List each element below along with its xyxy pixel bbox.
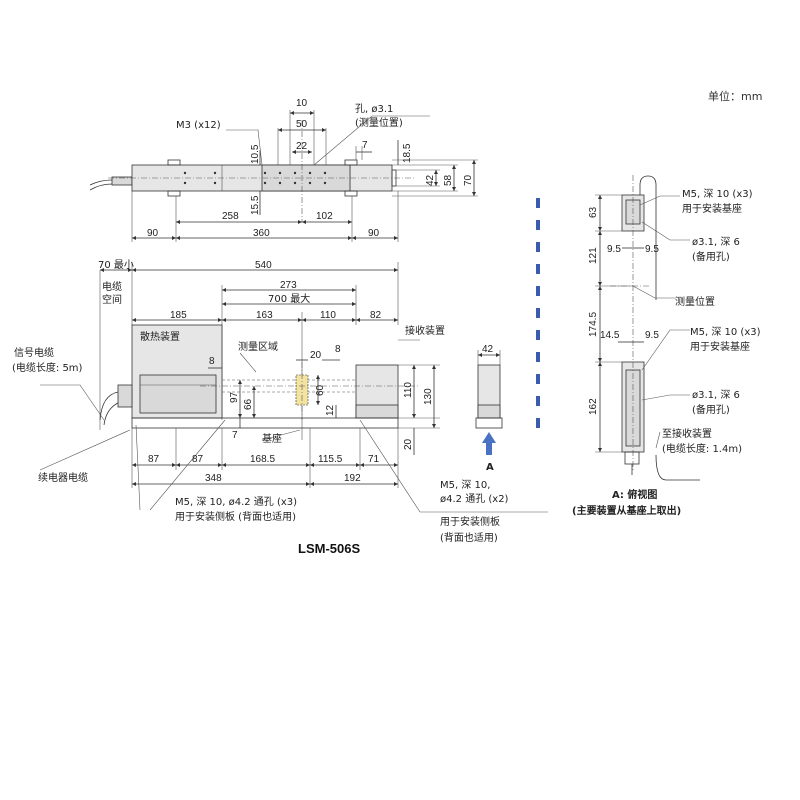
dim-185: 185 xyxy=(170,310,187,321)
dim-162: 162 xyxy=(588,398,599,415)
dim-63: 63 xyxy=(588,206,599,218)
dim-66: 66 xyxy=(243,398,254,410)
label-base: 基座 xyxy=(262,432,282,445)
dim-20: 20 xyxy=(310,350,322,361)
dim-58: 58 xyxy=(443,174,454,186)
dim-168-5: 168.5 xyxy=(250,454,275,465)
dim-110-vertical: 110 xyxy=(403,382,414,398)
unit-label: 单位：mm xyxy=(708,89,762,103)
label-m5-bot-1: M5, 深 10 (x3) xyxy=(690,326,761,338)
side-view-title: A: 俯视图 xyxy=(612,488,657,501)
label-hole-bot-1: ø3.1, 深 6 xyxy=(692,389,740,401)
label-heat-sink: 散热装置 xyxy=(140,330,180,343)
dim-174-5: 174.5 xyxy=(588,312,599,337)
dim-60: 60 xyxy=(315,384,326,396)
label-m5-right-4: (背面也适用) xyxy=(440,531,498,544)
dim-348: 348 xyxy=(205,473,222,484)
dim-258: 258 xyxy=(222,211,239,222)
dim-115-5: 115.5 xyxy=(318,454,343,465)
view-a-arrow xyxy=(482,432,496,455)
dim-7: 7 xyxy=(232,430,238,441)
label-max700: 700 最大 xyxy=(268,292,310,305)
label-cable-space-2: 空间 xyxy=(102,293,122,306)
label-to-receiver-2: (电缆长度: 1.4m) xyxy=(662,442,742,455)
label-to-receiver-1: 至接收装置 xyxy=(662,427,712,440)
label-hole-top-1: ø3.1, 深 6 xyxy=(692,236,740,248)
dim-14-5: 14.5 xyxy=(600,330,620,341)
dim-163: 163 xyxy=(256,310,273,321)
label-cable-space-min: 70 最小 xyxy=(98,259,134,271)
dim-82: 82 xyxy=(370,310,382,321)
dim-42: 42 xyxy=(425,174,436,186)
dim-9-5-c: 9.5 xyxy=(645,330,659,341)
dim-102: 102 xyxy=(316,211,333,222)
dim-540: 540 xyxy=(255,260,272,271)
dim-12: 12 xyxy=(325,404,336,416)
label-hole-bot-2: (备用孔) xyxy=(692,403,730,416)
label-m5-top-2: 用于安装基座 xyxy=(682,202,742,215)
label-m3: M3 (x12) xyxy=(176,120,221,131)
dim-9-5-b: 9.5 xyxy=(645,244,659,255)
label-signal-cable-len: (电缆长度: 5m) xyxy=(12,361,83,374)
label-hole-top-2: (备用孔) xyxy=(692,250,730,263)
label-relay-cable: 续电器电缆 xyxy=(38,471,88,484)
dim-121: 121 xyxy=(588,247,599,264)
dim-20-vertical: 20 xyxy=(403,438,414,450)
label-m5-right-1: M5, 深 10, xyxy=(440,479,490,491)
dim-130: 130 xyxy=(423,388,434,405)
dim-90-left: 90 xyxy=(147,228,159,239)
dim-10: 10 xyxy=(296,98,308,109)
dim-22: 22 xyxy=(296,141,308,152)
front-view: 70 最小 电缆 空间 540 273 700 最大 185 163 110 8… xyxy=(12,259,548,556)
top-view: M3 (x12) 孔, ø3.1 (测量位置) 10 50 22 7 10.5 … xyxy=(89,98,478,242)
dim-7: 7 xyxy=(362,140,368,151)
label-m5-right-2: ø4.2 通孔 (x2) xyxy=(440,493,509,505)
dim-15-5: 15.5 xyxy=(250,195,261,215)
dim-192: 192 xyxy=(344,473,361,484)
label-cable-space-1: 电缆 xyxy=(102,280,122,293)
dim-8-right: 8 xyxy=(335,344,341,355)
label-measure-zone: 测量区域 xyxy=(238,340,278,353)
side-view-subtitle: (主要装置从基座上取出) xyxy=(572,504,681,517)
label-signal-cable: 信号电缆 xyxy=(14,346,54,359)
dim-110: 110 xyxy=(320,310,336,321)
label-m5-bot-2: 用于安装基座 xyxy=(690,340,750,353)
dim-42-end: 42 xyxy=(482,344,494,355)
dim-71: 71 xyxy=(368,454,380,465)
dim-8-left: 8 xyxy=(209,356,215,367)
dim-9-5-a: 9.5 xyxy=(607,244,621,255)
dim-273: 273 xyxy=(280,280,297,291)
dim-10-5: 10.5 xyxy=(250,144,261,164)
dim-87-a: 87 xyxy=(148,454,160,465)
label-m5-left-1: M5, 深 10, ø4.2 通孔 (x3) xyxy=(175,496,297,508)
dim-18-5: 18.5 xyxy=(402,143,413,163)
dim-97: 97 xyxy=(229,391,240,403)
dim-87-b: 87 xyxy=(192,454,204,465)
label-m5-left-2: 用于安装侧板 (背面也适用) xyxy=(175,510,296,523)
base-plate xyxy=(131,417,399,429)
dim-50: 50 xyxy=(296,119,308,130)
model-name: LSM-506S xyxy=(298,541,360,556)
label-hole-sub: (测量位置) xyxy=(355,116,403,129)
dim-70: 70 xyxy=(463,174,474,186)
label-receiver: 接收装置 xyxy=(405,324,445,337)
label-hole: 孔, ø3.1 xyxy=(355,103,393,115)
dim-90-right: 90 xyxy=(368,228,380,239)
side-view-a: M5, 深 10 (x3) 用于安装基座 ø3.1, 深 6 (备用孔) 测量位… xyxy=(572,175,761,517)
label-measure-pos: 测量位置 xyxy=(675,295,715,308)
label-m5-right-3: 用于安装侧板 xyxy=(440,515,500,528)
label-m5-top-1: M5, 深 10 (x3) xyxy=(682,188,753,200)
label-arrow-a: A xyxy=(486,462,494,473)
dim-360: 360 xyxy=(253,228,270,239)
